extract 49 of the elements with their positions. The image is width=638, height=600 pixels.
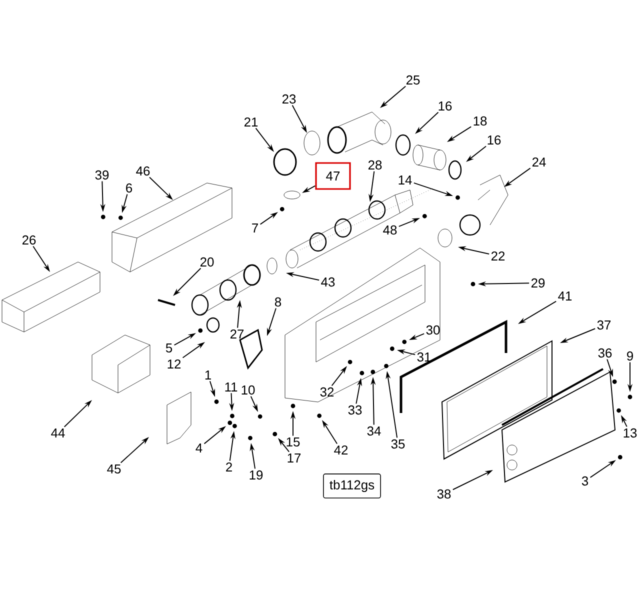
callout-number: 17 [288, 454, 301, 462]
callout-number: 24 [532, 157, 546, 167]
highlighted-callout: 47 [315, 162, 351, 190]
callout-number: 26 [22, 235, 36, 245]
callout-number: 43 [321, 277, 335, 287]
callout-number: 4 [196, 444, 202, 452]
callout-number: 34 [367, 426, 381, 436]
callout-number: 16 [438, 101, 452, 111]
callout-number: 44 [51, 428, 65, 438]
callout-number: 45 [107, 464, 121, 474]
callout-number: 25 [406, 75, 420, 85]
figure-code-box: tb112gs [323, 474, 381, 498]
callout-number: 33 [348, 405, 362, 415]
callout-number: 32 [320, 387, 334, 397]
callout-number: 35 [391, 439, 405, 449]
callout-number: 30 [426, 325, 440, 335]
callout-number: 2 [226, 462, 232, 472]
callout-number: 46 [136, 166, 150, 176]
callout-number: 6 [126, 183, 132, 193]
callout-number: 8 [274, 297, 282, 307]
callout-number: 12 [168, 359, 181, 369]
callout-number: 5 [166, 343, 172, 352]
callout-number: 41 [558, 292, 572, 300]
callout-number: 11 [225, 382, 238, 392]
callout-number: 36 [598, 348, 612, 358]
callout-number: 13 [624, 428, 637, 438]
callout-number: 39 [95, 170, 109, 180]
callout-number: 42 [334, 445, 348, 455]
callout-number: 9 [627, 351, 633, 361]
callout-number: 3 [582, 476, 588, 486]
callout-number: 22 [491, 251, 505, 261]
callout-number: 37 [597, 320, 611, 330]
callout-number: 18 [474, 116, 487, 126]
callout-number: 28 [368, 160, 382, 170]
callout-number: 10 [242, 385, 255, 395]
callout-number: 48 [383, 225, 397, 235]
callout-number: 29 [531, 278, 545, 288]
callout-number: 31 [417, 352, 431, 362]
callout-number: 16 [488, 135, 501, 145]
callout-number: 27 [230, 329, 244, 339]
callout-number: 23 [282, 94, 296, 104]
callout-number: 21 [244, 117, 258, 127]
callout-number: 14 [398, 176, 412, 184]
callout-number: 19 [250, 470, 263, 480]
callout-number: 38 [437, 489, 451, 499]
callout-number: 20 [200, 257, 214, 267]
callout-number: 1 [205, 370, 211, 380]
callout-number: 7 [252, 224, 258, 232]
callout-number: 15 [286, 437, 300, 446]
